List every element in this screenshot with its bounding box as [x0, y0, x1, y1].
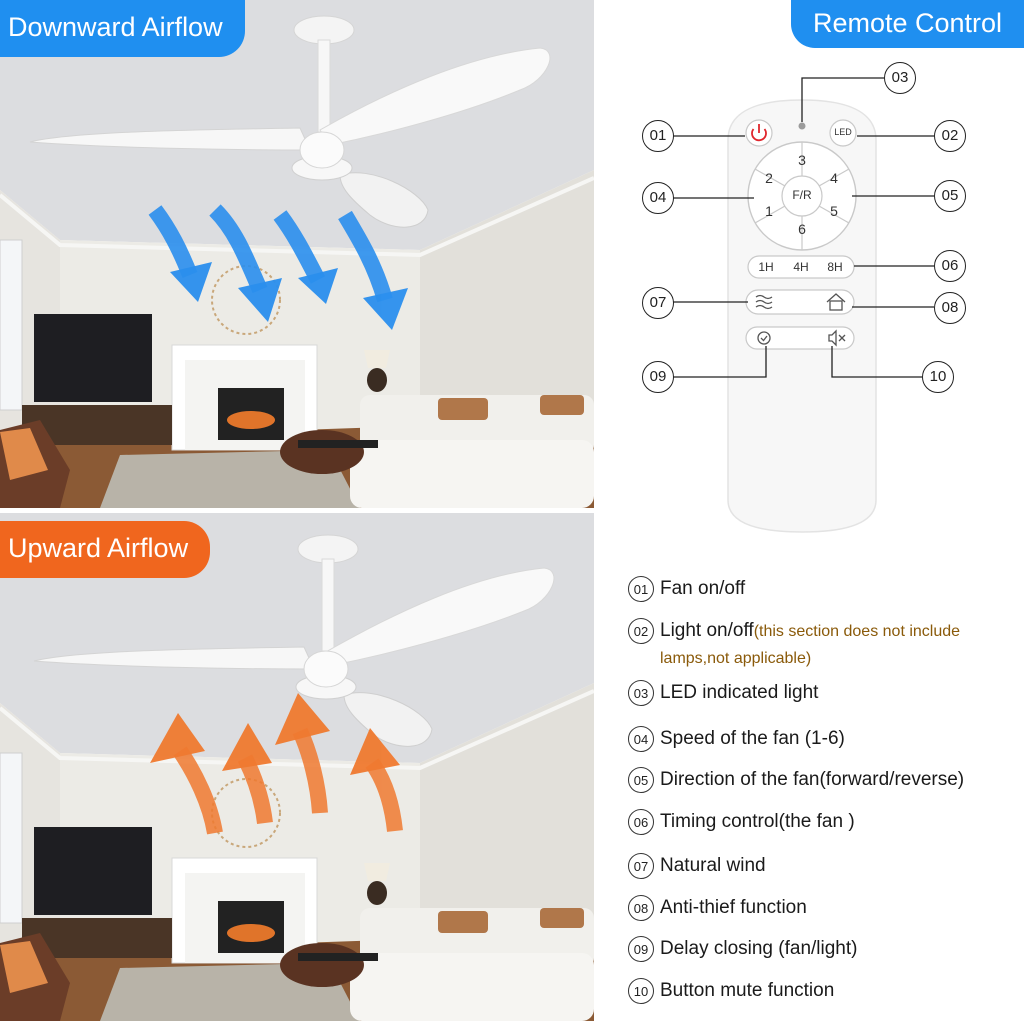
legend-text: Button mute function: [660, 980, 835, 1001]
callout-03: 03: [884, 62, 916, 94]
legend-number: 09: [628, 936, 654, 962]
callout-08: 08: [934, 292, 966, 324]
legend-number: 05: [628, 767, 654, 793]
legend-number: 10: [628, 978, 654, 1004]
legend-number: 04: [628, 726, 654, 752]
legend-number: 07: [628, 853, 654, 879]
mute-button[interactable]: [815, 328, 853, 348]
speed-6-button[interactable]: 6: [798, 221, 806, 237]
legend-item: 02 Light on/off(this section does not in…: [628, 618, 1000, 672]
legend-item: 04 Speed of the fan (1-6): [628, 726, 845, 752]
legend-item: 05 Direction of the fan(forward/reverse): [628, 767, 964, 793]
room-scene-upward: [0, 513, 594, 1021]
callout-05: 05: [934, 180, 966, 212]
timer-8h-button[interactable]: 8H: [827, 260, 843, 274]
speed-5-button[interactable]: 5: [830, 203, 838, 219]
legend-note: (this section does not include lamps,not…: [660, 623, 961, 667]
legend-text: Light on/off: [660, 620, 754, 641]
speed-4-button[interactable]: 4: [830, 170, 838, 186]
callout-04: 04: [642, 182, 674, 214]
callout-09: 09: [642, 361, 674, 393]
downward-airflow-banner: Downward Airflow: [0, 0, 245, 57]
power-button[interactable]: [747, 121, 771, 145]
legend-item: 09 Delay closing (fan/light): [628, 936, 857, 962]
legend-item: 06 Timing control(the fan ): [628, 809, 855, 835]
legend-text-wrap: Light on/off(this section does not inclu…: [660, 618, 1000, 672]
downward-airflow-photo: Downward Airflow: [0, 0, 594, 508]
callout-02: 02: [934, 120, 966, 152]
legend-item: 03 LED indicated light: [628, 680, 818, 706]
natural-wind-button[interactable]: [750, 291, 790, 313]
legend-number: 02: [628, 618, 654, 644]
delay-close-button[interactable]: [750, 328, 790, 348]
legend-number: 06: [628, 809, 654, 835]
callout-06: 06: [934, 250, 966, 282]
legend-text: Timing control(the fan ): [660, 811, 855, 832]
timer-4h-button[interactable]: 4H: [793, 260, 809, 274]
legend-number: 08: [628, 895, 654, 921]
upward-airflow-banner: Upward Airflow: [0, 521, 211, 578]
legend-item: 10 Button mute function: [628, 978, 834, 1004]
direction-button[interactable]: F/R: [792, 188, 812, 202]
legend-text: Natural wind: [660, 855, 766, 876]
legend-item: 07 Natural wind: [628, 853, 766, 879]
callout-07: 07: [642, 287, 674, 319]
legend-number: 03: [628, 680, 654, 706]
led-button[interactable]: LED: [834, 127, 852, 137]
speed-1-button[interactable]: 1: [765, 203, 773, 219]
legend-text: Delay closing (fan/light): [660, 938, 858, 959]
remote-control-banner: Remote Control: [791, 0, 1024, 48]
legend-item: 08 Anti-thief function: [628, 895, 807, 921]
timer-1h-button[interactable]: 1H: [758, 260, 774, 274]
upward-airflow-photo: Upward Airflow: [0, 513, 594, 1021]
speed-2-button[interactable]: 2: [765, 170, 773, 186]
legend-text: Direction of the fan(forward/reverse): [660, 769, 965, 790]
anti-thief-button[interactable]: [815, 291, 853, 313]
callout-10: 10: [922, 361, 954, 393]
speed-3-button[interactable]: 3: [798, 152, 806, 168]
callout-01: 01: [642, 120, 674, 152]
legend-number: 01: [628, 576, 654, 602]
legend-text: Anti-thief function: [660, 897, 807, 918]
legend-text: LED indicated light: [660, 682, 819, 703]
legend-text: Fan on/off: [660, 578, 746, 599]
legend-item: 01 Fan on/off: [628, 576, 745, 602]
room-scene-downward: [0, 0, 594, 508]
legend-text: Speed of the fan (1-6): [660, 728, 845, 749]
